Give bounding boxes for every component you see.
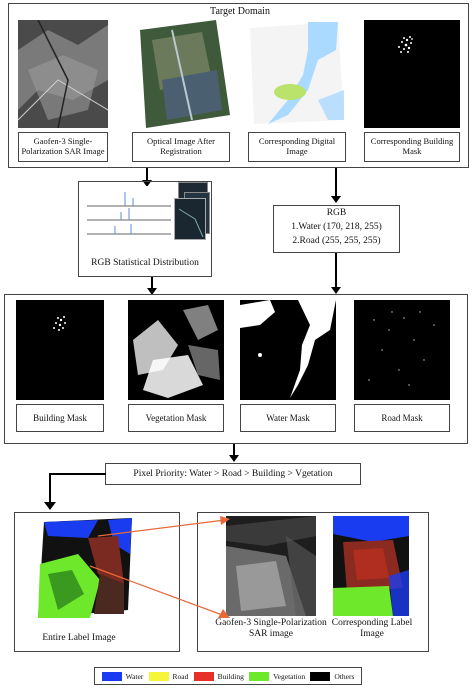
caption-building-mask: Corresponding Building Mask (364, 132, 460, 162)
legend-water-label: Water (125, 671, 144, 681)
digital-image-thumb (248, 20, 346, 128)
target-domain-title: Target Domain (210, 6, 270, 17)
sar-image-thumb (18, 20, 108, 128)
legend-building-label: Building (217, 671, 244, 681)
masks-panel (4, 294, 468, 444)
red-arrows (89, 516, 230, 618)
pair-panel (197, 512, 429, 652)
mask-road (354, 300, 450, 400)
label-bottom-image (333, 516, 409, 616)
label-road-mask: Road Mask (354, 404, 450, 432)
legend-road-label: Road (172, 671, 189, 681)
entire-label-panel (14, 512, 180, 652)
rgb-water: 1.Water (170, 218, 255) (291, 222, 382, 232)
mask-building (16, 300, 104, 400)
label-bottom-caption: Corresponding Label Image (331, 618, 413, 639)
building-mask-thumb (364, 20, 460, 128)
rgb-road: 2.Road (255, 255, 255) (292, 236, 381, 246)
legend-road: Road (148, 671, 189, 681)
legend-water: Water (101, 671, 144, 681)
legend-others: Others (310, 671, 355, 681)
entire-label-caption: Entire Label Image (42, 633, 116, 643)
arrow-top-to-rgb (331, 168, 341, 203)
legend: Water Road Building Vegetation Others (94, 667, 362, 685)
label-building-mask: Building Mask (16, 404, 104, 432)
arrow-stats-to-masks (147, 277, 157, 295)
entire-label-image (28, 514, 138, 620)
stats-stack-3 (174, 198, 206, 240)
caption-optical: Optical Image After Registration (132, 132, 230, 162)
rgb-title: RGB (326, 208, 347, 218)
stats-panel (78, 181, 212, 277)
legend-vegetation-label: Vegetation (273, 671, 306, 681)
target-domain-panel (8, 3, 469, 168)
legend-vegetation: Vegetation (249, 671, 306, 681)
mask-vegetation (128, 300, 224, 400)
caption-digital: Corresponding Digital Image (248, 132, 346, 162)
optical-image-thumb (132, 20, 230, 128)
caption-sar: Gaofen-3 Single-Polarization SAR Image (18, 132, 108, 162)
legend-building: Building (193, 671, 244, 681)
stats-label: RGB Statistical Distribution (91, 258, 199, 268)
rgb-box (273, 205, 400, 253)
sar-bottom-caption: Gaofen-3 Single-Polarization SAR image (215, 618, 327, 639)
label-water-mask: Water Mask (240, 404, 336, 432)
arrow-masks-to-priority (229, 444, 239, 462)
mask-water (240, 300, 336, 400)
arrow-rgb-to-masks (331, 253, 341, 294)
pixel-priority-box: Pixel Priority: Water > Road > Building … (105, 463, 361, 485)
sar-bottom-image (226, 516, 316, 616)
arrow-priority-to-entire (44, 473, 106, 510)
stats-histogram (85, 186, 173, 248)
legend-others-label: Others (334, 671, 355, 681)
label-vegetation-mask: Vegetation Mask (128, 404, 224, 432)
